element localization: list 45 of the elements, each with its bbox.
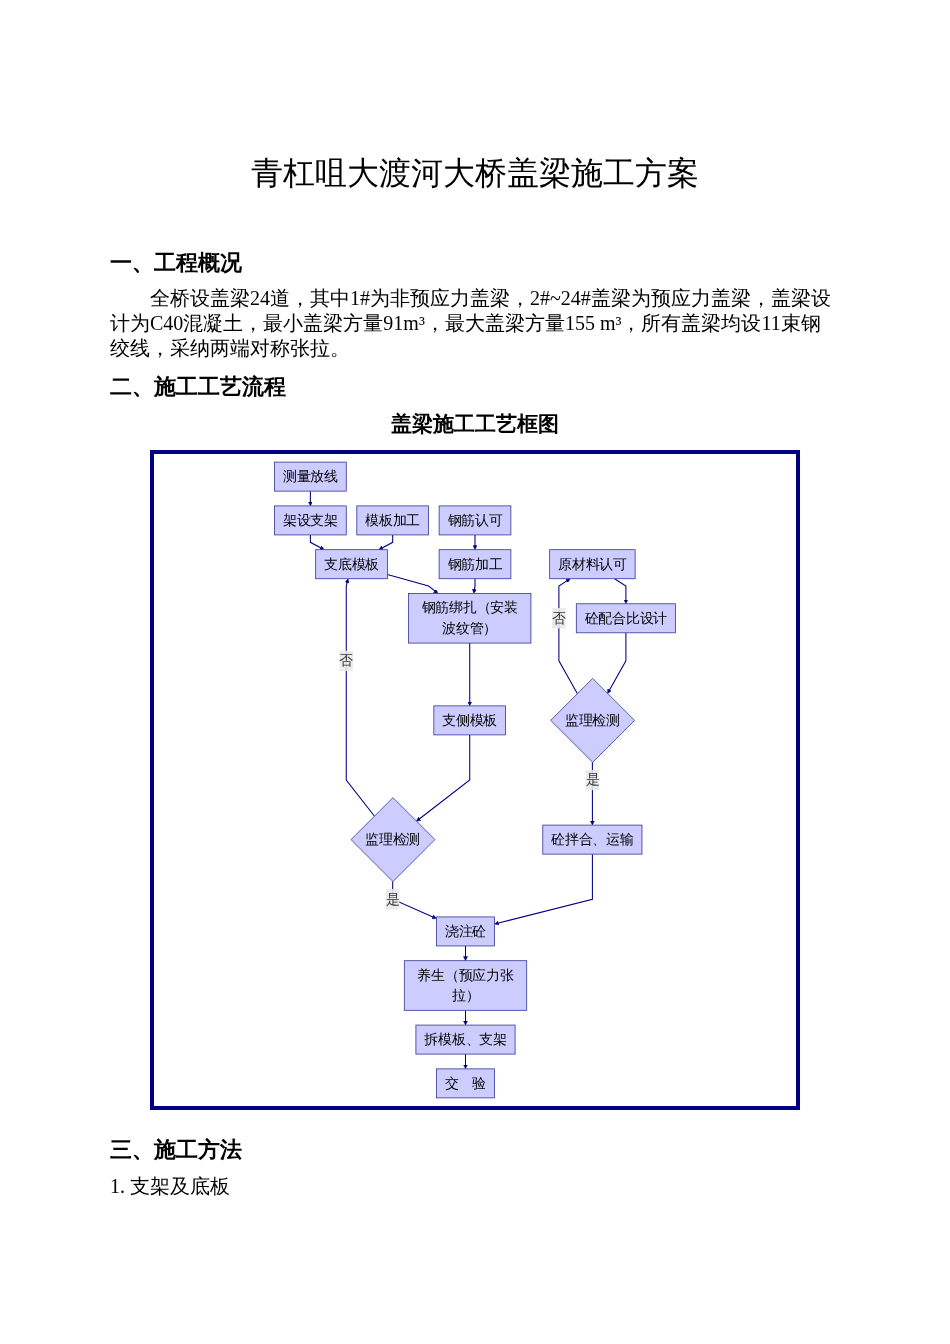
node-box (438, 505, 512, 536)
node-box (415, 1024, 516, 1055)
edge-label: 是 (385, 891, 400, 907)
node-box (438, 549, 512, 580)
figure-title: 盖梁施工工艺框图 (390, 411, 560, 438)
node-box (575, 603, 676, 634)
arrow (467, 642, 473, 707)
node-box (433, 705, 506, 736)
node-box (436, 916, 495, 947)
section-heading: 三、施工方法 (110, 1136, 242, 1164)
section-heading: 一、工程概况 (110, 249, 242, 277)
node-diamond (350, 797, 436, 882)
arrow (463, 945, 468, 961)
document-title: 青杠咀大渡河大桥盖梁施工方案 (250, 154, 700, 193)
arrow (463, 1053, 468, 1070)
node-box (315, 549, 388, 580)
arrow (386, 573, 439, 594)
node-box (356, 505, 429, 536)
edge-label: 是 (585, 771, 600, 788)
arrow (308, 490, 313, 507)
arrow (463, 1009, 468, 1026)
node-box (542, 824, 643, 855)
arrow (558, 578, 578, 695)
subsection-heading: 1. 支架及底板 (110, 1174, 230, 1199)
node-box (274, 505, 347, 536)
node-box (403, 960, 528, 1011)
arrow (614, 578, 629, 604)
arrow (607, 632, 627, 694)
node-box (408, 593, 532, 644)
arrow (416, 734, 471, 822)
section-heading: 二、施工工艺流程 (110, 373, 286, 401)
arrow (494, 853, 593, 926)
node-box (436, 1068, 495, 1099)
edge-label: 否 (552, 610, 566, 626)
arrow (309, 534, 325, 550)
arrow (344, 578, 375, 817)
arrow (378, 534, 394, 550)
diagram-frame: 否 是 否 是 测量放线 架设支架 模板加工 支底模板 钢筋加工 钢筋绑扎（安装波纹管） 原材料认可 钢筋认可 支侧模板 砼配合比设计 监理检测 监理检测 浇注砼 砼拌合、运输 养生（预应力张拉） 拆模板、支架 交 验 (150, 450, 800, 1110)
node-box (274, 461, 347, 492)
node-diamond (550, 678, 635, 763)
arrow (472, 578, 477, 594)
body-paragraph: 全桥设盖梁24道，其中1#为非预应力盖梁，2#~24#盖梁为预应力盖梁，盖梁设计为C40混凝土，最小盖梁方量91m³，最大盖梁方量155 m³，所有盖梁均设11束钢绞线，采纳两端对称张拉。 (110, 286, 832, 361)
edge-label: 否 (339, 652, 354, 669)
arrow (472, 534, 478, 550)
node-box (549, 549, 636, 580)
